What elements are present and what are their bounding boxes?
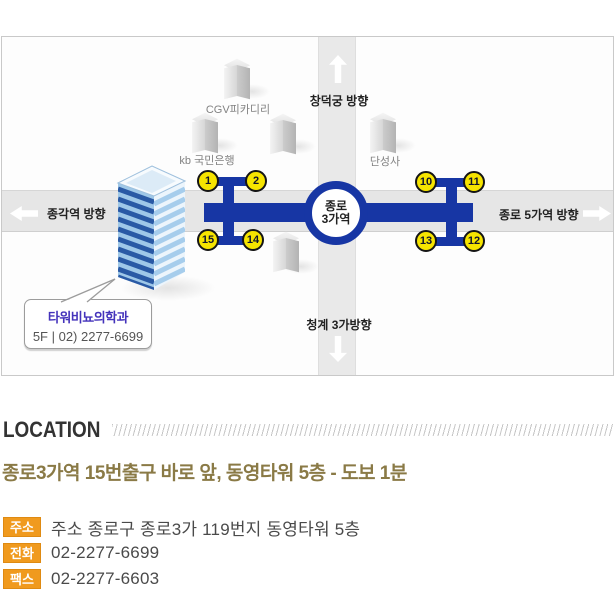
location-heading: LOCATION [3,417,101,442]
direction-north-label: 창덕궁 방향 [309,94,369,108]
address-badge: 주소 [3,517,41,537]
exit-14: 14 [242,229,264,251]
building-danseongsa-label: 단성사 [369,156,401,168]
exit-13: 13 [415,230,437,252]
station-jongno3ga: 종로 3가역 [304,181,368,245]
exit-1: 1 [197,170,219,192]
exit-connector [446,182,457,243]
direction-south-label: 청계 3가방향 [306,318,372,332]
exit-2: 2 [245,170,267,192]
station-name-line1: 종로 [324,199,348,213]
building-cgv-label: CGV피카디리 [205,104,271,116]
address-row: 주소 주소 종로구 종로3가 119번지 동영타워 5층 [3,514,603,540]
building-kb-bank [192,112,218,154]
exit-connector [223,181,234,242]
clinic-floor-phone: 5F | 02) 2277-6699 [32,329,144,344]
building-right-face [283,120,296,155]
tower-building-icon [116,165,187,290]
exit-connector [208,177,258,186]
location-map: 창덕궁 방향 종각역 방향 종로 5가역 방향 청계 3가방향 CGV피카디리 … [1,36,614,376]
building-left-face [224,65,237,100]
phone-row: 전화 02-2277-6699 [3,540,603,566]
hatch-decoration [112,424,613,436]
building-danseongsa [370,112,396,154]
building-unlabeled-2 [273,231,299,273]
clinic-name: 타워비뇨의학과 [47,310,129,325]
location-subtitle: 종로3가역 15번출구 바로 앞, 동영타워 5층 - 도보 1분 [2,463,407,484]
building-right-face [286,238,299,273]
building-unlabeled-1 [270,113,296,155]
clinic-tooltip: 타워비뇨의학과 5F | 02) 2277-6699 [24,299,152,349]
exit-10: 10 [415,171,437,193]
tooltip-tail [60,278,116,303]
phone-value: 02-2277-6699 [51,543,160,562]
building-left-face [192,119,205,154]
contact-info: 주소 주소 종로구 종로3가 119번지 동영타워 5층 전화 02-2277-… [3,514,603,592]
building-kb-bank-label: kb 국민은행 [179,155,235,167]
building-left-face [370,119,383,154]
fax-row: 팩스 02-2277-6603 [3,566,603,592]
direction-west-label: 종각역 방향 [47,207,106,221]
exit-connector [426,237,476,246]
station-name-line2: 3가역 [321,212,351,226]
fax-badge: 팩스 [3,569,41,589]
building-left-face [270,120,283,155]
direction-east-label: 종로 5가역 방향 [499,208,579,222]
building-cgv [224,58,250,100]
building-right-face [205,119,218,154]
address-value: 주소 종로구 종로3가 119번지 동영타워 5층 [51,519,361,539]
building-left-face [273,238,286,273]
exit-connector [426,178,476,187]
exit-11: 11 [463,171,485,193]
phone-badge: 전화 [3,543,41,563]
exit-connector [208,236,255,245]
fax-value: 02-2277-6603 [51,569,160,588]
exit-12: 12 [463,230,485,252]
building-right-face [237,65,250,100]
exit-15: 15 [197,229,219,251]
building-right-face [383,119,396,154]
